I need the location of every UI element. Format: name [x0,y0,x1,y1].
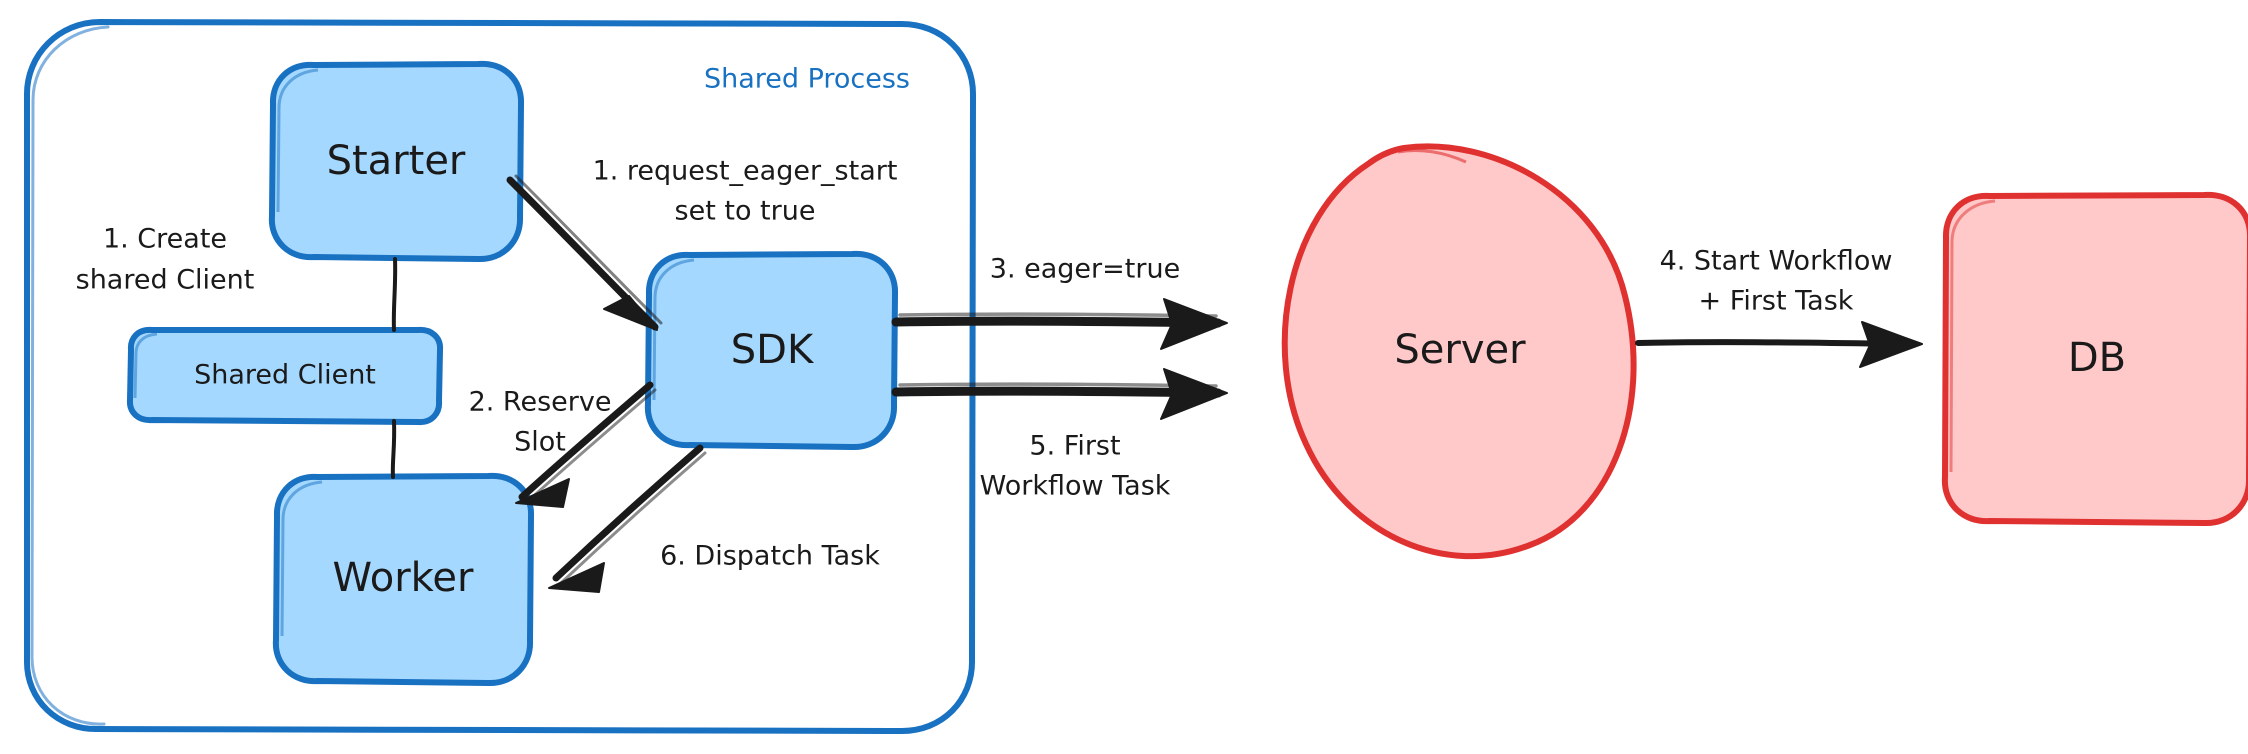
edge-1-label-line1: 1. request_eager_start [593,156,898,187]
starter-label: Starter [327,138,466,184]
edge-5-label-line1: 5. First [1029,431,1120,462]
edge-1-arrowhead [603,295,658,331]
edge-6-line [552,444,704,582]
edge-2-line-sketch [525,388,657,504]
edge-starter-shared-client-worker [390,257,398,479]
edge-1-label-line2: set to true [675,196,816,227]
edge-5-first-workflow-task: 5. First Workflow Task [891,368,1228,502]
node-shared-client[interactable]: Shared Client [126,326,444,426]
db-label: DB [2068,335,2126,381]
shared-process-label: Shared Process [704,64,910,95]
line-starter-to-shared-client [391,257,398,332]
shared-client-label: Shared Client [194,360,376,391]
server-shape-sketch [1397,148,1467,164]
edge-5-label-line2: Workflow Task [980,471,1171,502]
sdk-label: SDK [731,327,815,373]
edge-7-label-line1: 1. Create [103,224,227,255]
edge-3-line [891,316,1223,328]
edge-2-label-line1: 2. Reserve [469,387,612,418]
edge-7-label-line2: shared Client [76,265,255,296]
node-server[interactable]: Server [1281,143,1637,560]
edge-4-label-line2: + First Task [1699,286,1854,317]
server-label: Server [1394,327,1526,373]
sdk-shape [644,250,899,451]
edge-5-line [891,386,1223,398]
node-sdk[interactable]: SDK [644,250,899,451]
edge-4-arrowhead [1859,321,1923,368]
edge-6-label: 6. Dispatch Task [660,541,880,572]
edge-2-arrowhead [515,478,570,508]
edge-6-dispatch-task: 6. Dispatch Task [548,444,880,593]
shared-client-shape-sketch [133,332,158,399]
node-worker[interactable]: Worker [272,472,535,687]
edge-4-label-line1: 4. Start Workflow [1660,246,1893,277]
shared-process-group: Shared Process [23,19,977,735]
server-shape [1281,143,1637,560]
edge-7-create-shared-client: 1. Create shared Client [76,224,255,296]
worker-label: Worker [333,555,474,601]
edge-3-label: 3. eager=true [990,254,1180,285]
edge-6-arrowhead [548,562,605,593]
edge-6-line-sketch [559,451,707,585]
edge-2-label-line2: Slot [514,427,566,458]
edge-3-eager-true: 3. eager=true [891,254,1228,350]
edge-3-arrowhead [1160,298,1228,350]
edge-1-request-eager-start: 1. request_eager_start set to true [506,156,898,331]
sdk-shape-sketch [652,258,695,401]
edge-2-reserve-slot: 2. Reserve Slot [469,381,657,508]
db-shape-sketch [1949,199,1996,473]
line-shared-client-to-worker [390,419,397,479]
worker-shape-sketch [280,480,323,637]
node-db[interactable]: DB [1941,191,2248,527]
shared-client-shape [126,326,444,426]
starter-shape [268,60,525,263]
shared-process-border [23,19,977,735]
edge-4-start-workflow: 4. Start Workflow + First Task [1635,246,1923,368]
edge-2-line [518,381,654,501]
db-shape [1941,191,2248,527]
starter-shape-sketch [276,68,319,213]
shared-process-border-sketch [30,25,110,726]
node-starter[interactable]: Starter [268,60,525,263]
edge-1-line-sketch [514,174,663,325]
edge-5-arrowhead [1160,368,1228,420]
